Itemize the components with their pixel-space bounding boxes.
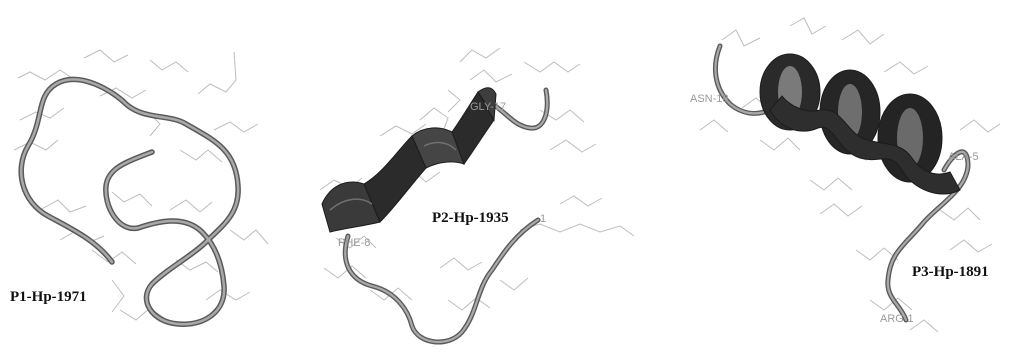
- panel-p3: ASN-18 ALA-5 ARG-1 P3-Hp-1891: [690, 17, 1001, 333]
- panel-label-p3: P3-Hp-1891: [912, 264, 989, 280]
- p1-backbone-coil: [18, 76, 241, 327]
- residue-label-phe-8: PHE-8: [338, 237, 370, 249]
- residue-label-ala-5: ALA-5: [948, 151, 979, 163]
- p3-side-chains: [699, 17, 1001, 333]
- residue-label-gly-17: GLY-17: [470, 101, 506, 113]
- panel-label-p2: P2-Hp-1935: [432, 210, 509, 226]
- panel-label-p1: P1-Hp-1971: [10, 289, 87, 305]
- residue-label-arg-1: ARG-1: [880, 313, 914, 325]
- p1-side-chains: [13, 49, 269, 321]
- p3-backbone-coil: [712, 43, 971, 323]
- p2-backbone-coil: [342, 87, 550, 345]
- p3-helix-ribbon: [759, 53, 961, 195]
- residue-label-asn-18: ASN-18: [690, 93, 729, 105]
- panel-p1: P1-Hp-1971: [10, 49, 269, 327]
- p2-helix-ribbon: [321, 87, 497, 233]
- p2-side-chains: [319, 47, 635, 311]
- residue-label-1: 1: [540, 213, 546, 225]
- panel-p2: GLY-17 PHE-8 1 P2-Hp-1935: [319, 47, 635, 345]
